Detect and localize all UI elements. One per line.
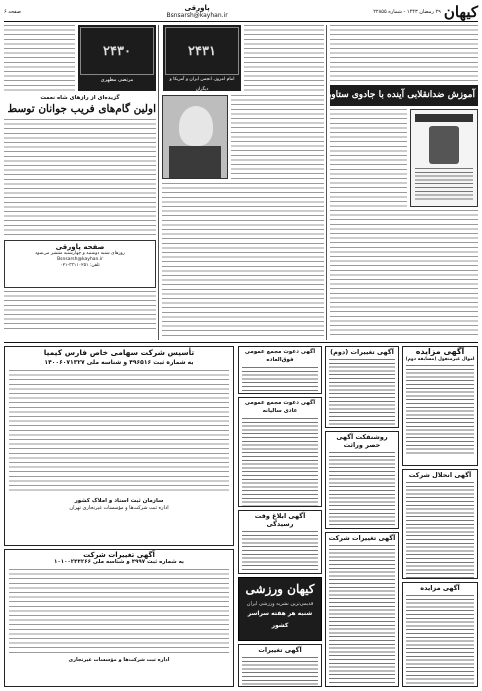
portrait-image (429, 126, 459, 164)
ad-annual-meeting-title: آگهی دعوت مجمع عمومی عادی سالیانه (244, 400, 316, 414)
center-series-subtitle: امام امروز، انجمن ایران و آمریکا و دیگرا… (169, 77, 235, 91)
ad-registry-office: اداره ثبت شرکت‌ها و مؤسسات غیرتجاری تهرا… (69, 505, 169, 511)
left-article-kicker: گزیده‌ای از رازهای شاه نعمت (40, 95, 120, 101)
left-series-number: ۲۴۳۰ (103, 43, 131, 59)
ad-changes-2: آگهی تغییرات (238, 644, 322, 687)
right-article: آموزش ضدانقلابی آینده با جادوی ستاورهای … (330, 25, 478, 340)
right-article-headline: آموزش ضدانقلابی آینده با جادوی ستاورهای … (330, 90, 475, 100)
kayhan-sport-brand: کیهان ورزشی (245, 582, 315, 596)
page-info-title: صفحه پاورقی (55, 243, 105, 251)
ad-inheritance-title: روشنفکت آگهی حصر وراثت (336, 433, 388, 449)
right-article-headline-bar: آموزش ضدانقلابی آینده با جادوی ستاورهای … (330, 85, 478, 106)
ad-company-changes-title: آگهی تغییرات شرکت (83, 551, 155, 559)
kayhan-sport-tagline: قدیمی‌ترین نشریه ورزشی ایران (246, 601, 314, 607)
ad-dissolution-title: آگهی انحلال شرکت (408, 471, 472, 479)
ad-changes-company-title: آگهی تغییرات شرکت (328, 534, 396, 542)
ad-general-meeting-title: آگهی دعوت مجمع عمومی فوق‌العاده (244, 349, 316, 363)
ad-company-changes-subtitle: به شماره ثبت ۴۹۹۷ و شناسه ملی ۱۰۱۰۰۲۴۴۲۶… (54, 559, 184, 565)
right-article-intro (330, 25, 478, 83)
section-email: Bsnsarsh@kayhan.ir (166, 11, 228, 19)
ad-company-founding: تأسیس شرکت سهامی خاص فارس کیمیا به شماره… (4, 346, 234, 546)
left-article-body (4, 119, 156, 237)
ad-registry-name: سازمان ثبت اسناد و املاک کشور (74, 498, 164, 504)
ad-inheritance: روشنفکت آگهی حصر وراثت (325, 431, 399, 529)
ad-company-founding-subtitle: به شماره ثبت ۴۹۶۵۱۶ و شناسه ملی ۱۴۰۰۶۰۷۱… (44, 359, 194, 366)
ad-company-founding-title: تأسیس شرکت سهامی خاص فارس کیمیا (43, 348, 195, 357)
ad-hearing-notice: آگهی ابلاغ وقت رسیدگی (238, 510, 322, 574)
ad-annual-meeting: آگهی دعوت مجمع عمومی عادی سالیانه (238, 397, 322, 507)
ad-general-meeting: آگهی دعوت مجمع عمومی فوق‌العاده (238, 346, 322, 394)
author-photo (162, 95, 228, 179)
left-article-tail (4, 291, 156, 331)
page-info-email: Bsnsarsh@kayhan.ir (57, 257, 103, 262)
ad-company-changes: آگهی تغییرات شرکت به شماره ثبت ۴۹۹۷ و شن… (4, 549, 234, 687)
ad-auction-title: آگهی مزایده (415, 347, 465, 356)
ad-hearing-notice-title: آگهی ابلاغ وقت رسیدگی (254, 512, 306, 528)
brand-logo: کیهان (443, 2, 479, 21)
ad-auction-2-title: آگهی مزایده (420, 584, 460, 592)
ad-auction: آگهی مزایده اموال غیرمنقول (مسابقه دوم) (402, 346, 478, 466)
masthead: کیهان ۲۹ رمضان ۱۴۴۳ - شماره ۲۲۸۵۵ پاورقی… (4, 2, 479, 22)
ad-company-changes-office: اداره ثبت شرکت‌ها و مؤسسات غیرتجاری (68, 656, 170, 663)
left-article-top-text (4, 25, 75, 91)
ad-changes-1: آگهی تغییرات (دوم) (325, 346, 399, 428)
document-photo (410, 109, 478, 207)
kayhan-sport-banner: کیهان ورزشی قدیمی‌ترین نشریه ورزشی ایران… (238, 577, 322, 641)
ad-changes-company: آگهی تغییرات شرکت (325, 532, 399, 687)
center-series-box: ۲۴۳۱ امام امروز، انجمن ایران و آمریکا و … (163, 25, 241, 91)
left-series-box: ۲۴۳۰ مرتضی مطهری (78, 25, 156, 91)
ad-changes-2-title: آگهی تغییرات (258, 646, 302, 654)
center-article: ۲۴۳۱ امام امروز، انجمن ایران و آمریکا و … (162, 25, 324, 340)
page-info-schedule: روزهای شنبه دوشنبه و چهارشنبه منتشر می‌ش… (35, 251, 125, 256)
ad-auction-subtitle: اموال غیرمنقول (مسابقه دوم) (405, 357, 475, 362)
page-info-phone: تلفن: ۳۳۱۱۰۲۵۱-۰۲۱ (60, 263, 100, 268)
kayhan-sport-schedule: شنبه هر هفته سراسر کشور (247, 610, 313, 629)
page-info-box: صفحه پاورقی روزهای شنبه دوشنبه و چهارشنب… (4, 240, 156, 288)
center-article-body-b (162, 183, 324, 338)
issue-meta: صفحه ۶ (4, 9, 21, 15)
left-article: ۲۴۳۰ مرتضی مطهری گزیده‌ای از رازهای شاه … (4, 25, 156, 340)
right-article-body-a (330, 109, 407, 207)
section-name: پاورقی (184, 3, 210, 12)
center-article-top-text (244, 25, 324, 91)
center-article-body-a (231, 95, 324, 179)
ad-dissolution: آگهی انحلال شرکت (402, 469, 478, 579)
left-series-subtitle: مرتضی مطهری (100, 77, 134, 83)
ad-changes-1-title: آگهی تغییرات (دوم) (330, 348, 394, 356)
date-line: ۲۹ رمضان ۱۴۴۳ - شماره ۲۲۸۵۵ (373, 8, 441, 15)
ad-auction-2: آگهی مزایده (402, 582, 478, 687)
section-header: پاورقی Bsnsarsh@kayhan.ir (166, 3, 228, 19)
left-article-headline: اولین گام‌های فریب جوانان توسط منافقین (4, 103, 156, 115)
page-number: صفحه ۶ (4, 8, 21, 15)
center-series-number: ۲۴۳۱ (188, 43, 216, 59)
right-article-body-b (330, 210, 478, 336)
